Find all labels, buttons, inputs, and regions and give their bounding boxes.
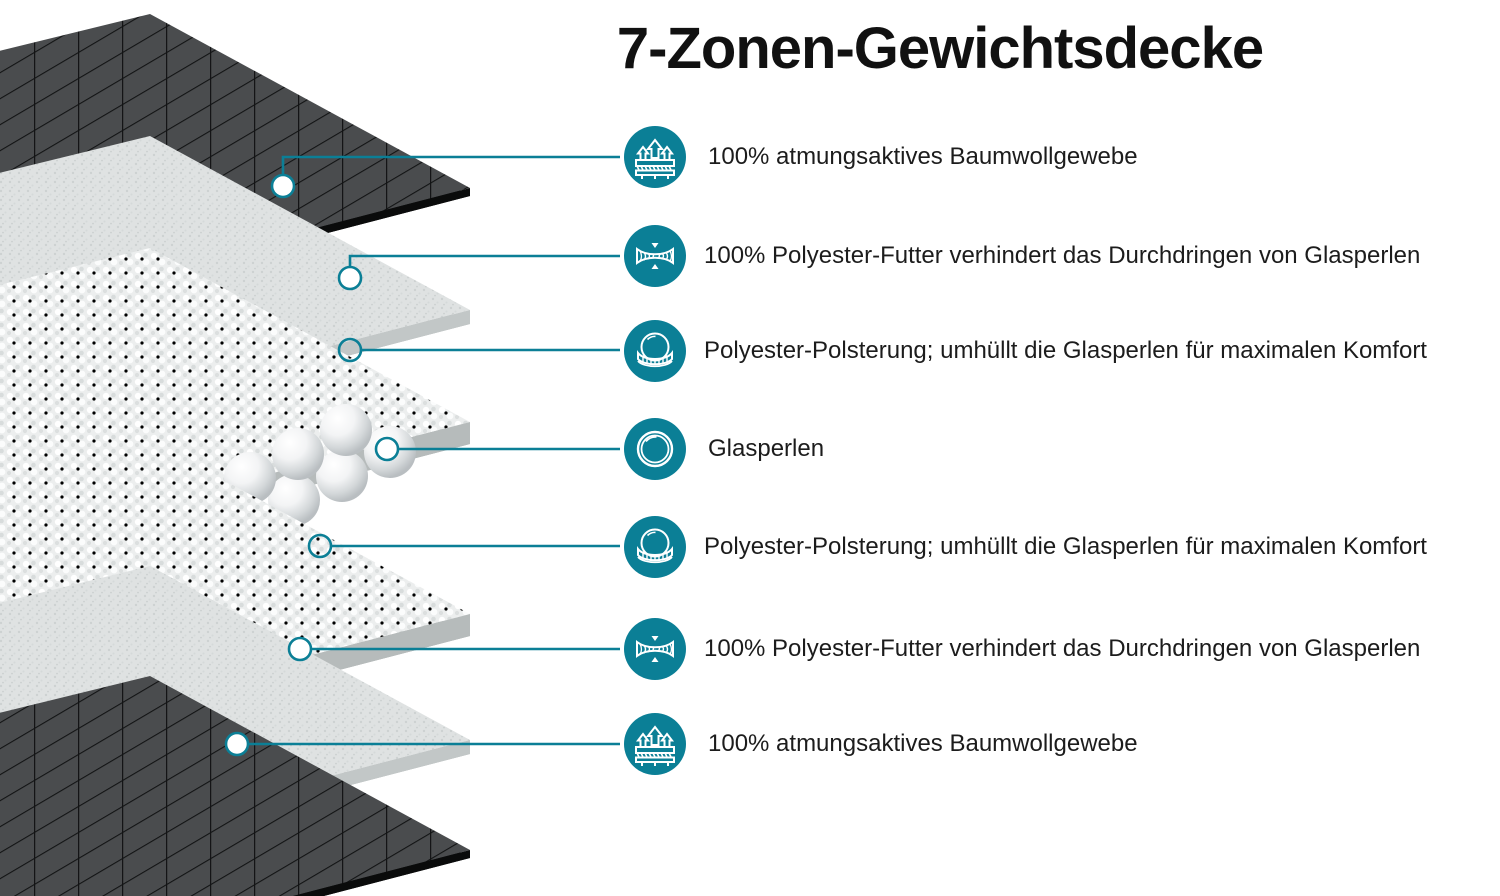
padding-bead-icon — [624, 516, 686, 578]
breathable-cotton-icon — [624, 713, 686, 775]
callout-label-4: Glasperlen — [708, 434, 825, 462]
page-title: 7-Zonen-Gewichtsdecke — [616, 15, 1264, 81]
breathable-cotton-icon — [624, 126, 686, 188]
callout-layer-6[interactable]: 100% Polyester-Futter verhindert das Dur… — [624, 618, 1420, 680]
callout-label-5: Polyester-Polsterung; umhüllt die Glaspe… — [704, 532, 1427, 560]
callout-layer-5[interactable]: Polyester-Polsterung; umhüllt die Glaspe… — [624, 516, 1427, 578]
callout-layer-1[interactable]: 100% atmungsaktives Baumwollgewebe — [624, 126, 1138, 188]
callout-layer-2[interactable]: 100% Polyester-Futter verhindert das Dur… — [624, 225, 1420, 287]
exploded-layer-illustration — [0, 0, 610, 896]
callout-layer-7[interactable]: 100% atmungsaktives Baumwollgewebe — [624, 713, 1138, 775]
layer-cotton-bottom — [0, 676, 470, 896]
callout-label-1: 100% atmungsaktives Baumwollgewebe — [708, 142, 1138, 170]
callout-label-3: Polyester-Polsterung; umhüllt die Glaspe… — [704, 336, 1427, 364]
callout-label-6: 100% Polyester-Futter verhindert das Dur… — [704, 634, 1421, 662]
polyester-lining-icon — [624, 618, 686, 680]
callout-layer-4[interactable]: Glasperlen — [624, 418, 824, 480]
callout-label-7: 100% atmungsaktives Baumwollgewebe — [708, 729, 1138, 757]
callout-layer-3[interactable]: Polyester-Polsterung; umhüllt die Glaspe… — [624, 320, 1427, 382]
polyester-lining-icon — [624, 225, 686, 287]
padding-bead-icon — [624, 320, 686, 382]
callout-label-2: 100% Polyester-Futter verhindert das Dur… — [704, 241, 1421, 269]
glass-bead-icon — [624, 418, 686, 480]
